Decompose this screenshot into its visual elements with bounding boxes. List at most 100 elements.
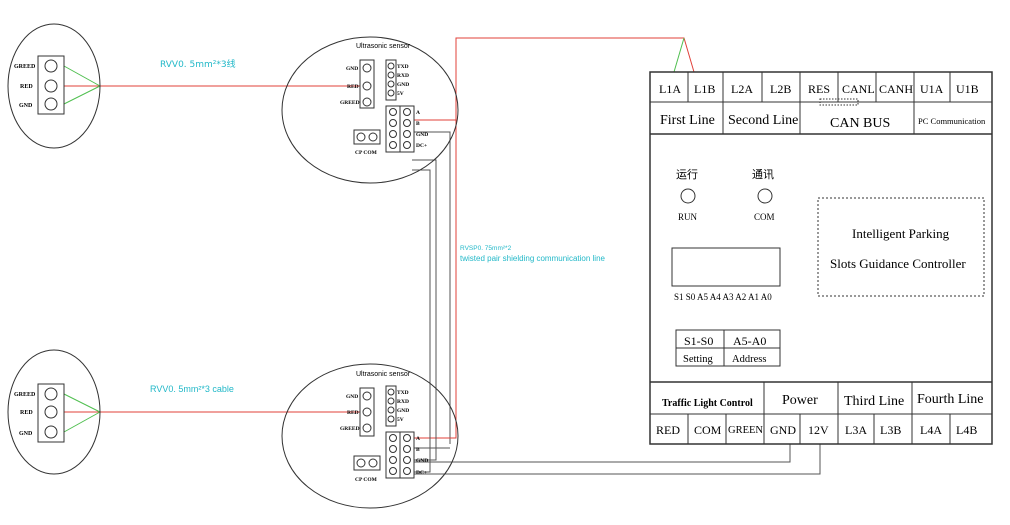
terminal-red: [44, 79, 58, 93]
address-label: Address: [732, 354, 766, 365]
ultrasonic-sensor-top: Ultrasonic sensor GND RED GREED TXD RXD …: [281, 36, 459, 184]
pin-rxd: RXD: [397, 399, 409, 405]
terminal-l4b: L4B: [956, 423, 977, 437]
traffic-lamp-top: GREED RED GND: [7, 23, 101, 149]
ultrasonic-sensor-bottom: Ultrasonic sensor GND RED GREED TXD RXD …: [281, 363, 459, 509]
label-gnd: GND: [19, 431, 33, 437]
run-led-icon: [680, 188, 696, 204]
sensor-title: Ultrasonic sensor: [356, 43, 411, 50]
pin-gnd3: GND: [416, 132, 428, 138]
pin-greed: GREED: [340, 100, 360, 106]
com-led-icon: [757, 188, 773, 204]
label-red: RED: [20, 410, 33, 416]
setting-code: S1-S0: [684, 334, 713, 348]
green-wire-bottom-b: [63, 411, 101, 433]
label-greed: GREED: [14, 64, 36, 70]
controller-title-1: Intelligent Parking: [852, 226, 950, 241]
cable-label-top: RVV0. 5mm²*3线: [160, 58, 236, 70]
pin-gnd: GND: [346, 66, 358, 72]
terminal-gnd: GND: [770, 423, 796, 437]
pin-b: B: [416, 121, 420, 127]
group-fourth-line: Fourth Line: [917, 392, 984, 407]
pin-dc: DC+: [416, 470, 427, 476]
terminal-l1b: L1B: [694, 82, 715, 96]
terminal-canh: CANH: [879, 82, 913, 96]
terminal-l1a: L1A: [659, 82, 681, 96]
controller-title-2: Slots Guidance Controller: [830, 256, 966, 271]
pin-gnd: GND: [346, 394, 358, 400]
group-power: Power: [782, 393, 818, 408]
pin-5v: 5V: [397, 91, 404, 97]
group-pc-comm: PC Communication: [918, 116, 986, 126]
dip-switch[interactable]: [671, 247, 781, 287]
group-third-line: Third Line: [844, 394, 904, 409]
pin-a: A: [416, 436, 420, 442]
can-wire-red-down: [412, 120, 457, 439]
com-label: COM: [754, 212, 775, 222]
pin-txd: TXD: [397, 64, 409, 70]
sensor-title: Ultrasonic sensor: [356, 371, 411, 378]
label-gnd: GND: [19, 103, 33, 109]
pin-b: B: [416, 447, 420, 453]
run-label-cn: 运行: [676, 168, 698, 181]
can-wire-green: [673, 37, 685, 73]
address-code: A5-A0: [733, 334, 766, 348]
terminal-l4a: L4A: [920, 423, 942, 437]
terminal-greed: [44, 387, 58, 401]
terminal-l2b: L2B: [770, 82, 791, 96]
label-greed: GREED: [14, 392, 36, 398]
terminal-gnd: [44, 97, 58, 111]
terminal-green: GREEN: [728, 425, 763, 436]
green-wire-bottom: [63, 393, 101, 413]
pin-greed: GREED: [340, 426, 360, 432]
can-wire-red: [412, 37, 695, 121]
cp-com-label: CP COM: [355, 150, 378, 156]
terminal-l2a: L2A: [731, 82, 753, 96]
terminal-l3a: L3A: [845, 423, 867, 437]
com-label-cn: 通讯: [752, 168, 774, 181]
dip-label: S1 S0 A5 A4 A3 A2 A1 A0: [674, 292, 772, 302]
pin-red: RED: [347, 84, 359, 90]
group-first-line: First Line: [660, 113, 715, 128]
pin-red: RED: [347, 410, 359, 416]
group-second-line: Second Line: [728, 113, 798, 128]
power-12v-wire: [412, 442, 821, 475]
terminal-u1a: U1A: [920, 82, 944, 96]
setting-label: Setting: [683, 354, 714, 365]
terminal-com: COM: [694, 423, 722, 437]
wires: [63, 37, 821, 475]
controller-box: L1A L1B L2A L2B RES CANL CANH U1A U1B Fi…: [649, 71, 993, 445]
terminal-canl: CANL: [842, 82, 875, 96]
group-can-bus: CAN BUS: [830, 116, 890, 131]
dc-wire: [412, 169, 431, 473]
terminal-res: RES: [808, 82, 830, 96]
traffic-lamp-bottom: GREED RED GND: [7, 349, 101, 475]
terminal-l3b: L3B: [880, 423, 901, 437]
cable-label-bottom: RVV0. 5mm²*3 cable: [150, 384, 234, 394]
run-label: RUN: [678, 212, 698, 222]
pin-5v: 5V: [397, 417, 404, 423]
pin-txd: TXD: [397, 390, 409, 396]
pin-rxd: RXD: [397, 73, 409, 79]
pin-a: A: [416, 110, 420, 116]
green-wire-top-b: [63, 85, 101, 105]
cp-com-label: CP COM: [355, 477, 378, 483]
green-wire-top: [63, 65, 101, 87]
terminal-u1b: U1B: [956, 82, 979, 96]
terminal-greed: [44, 59, 58, 73]
terminal-red: RED: [656, 423, 680, 437]
group-traffic-light: Traffic Light Control: [662, 398, 753, 409]
pin-dc: DC+: [416, 143, 427, 149]
label-red: RED: [20, 84, 33, 90]
terminal-red: [44, 405, 58, 419]
twisted-pair-spec: RVSP0. 75mm²*2: [460, 245, 512, 252]
pin-gnd2: GND: [397, 408, 409, 414]
pin-gnd3: GND: [416, 458, 428, 464]
terminal-gnd: [44, 425, 58, 439]
power-gnd-wire: [412, 442, 791, 463]
terminal-12v: 12V: [808, 423, 829, 437]
twisted-pair-desc: twisted pair shielding communication lin…: [460, 254, 606, 263]
gnd-wire: [412, 159, 437, 461]
